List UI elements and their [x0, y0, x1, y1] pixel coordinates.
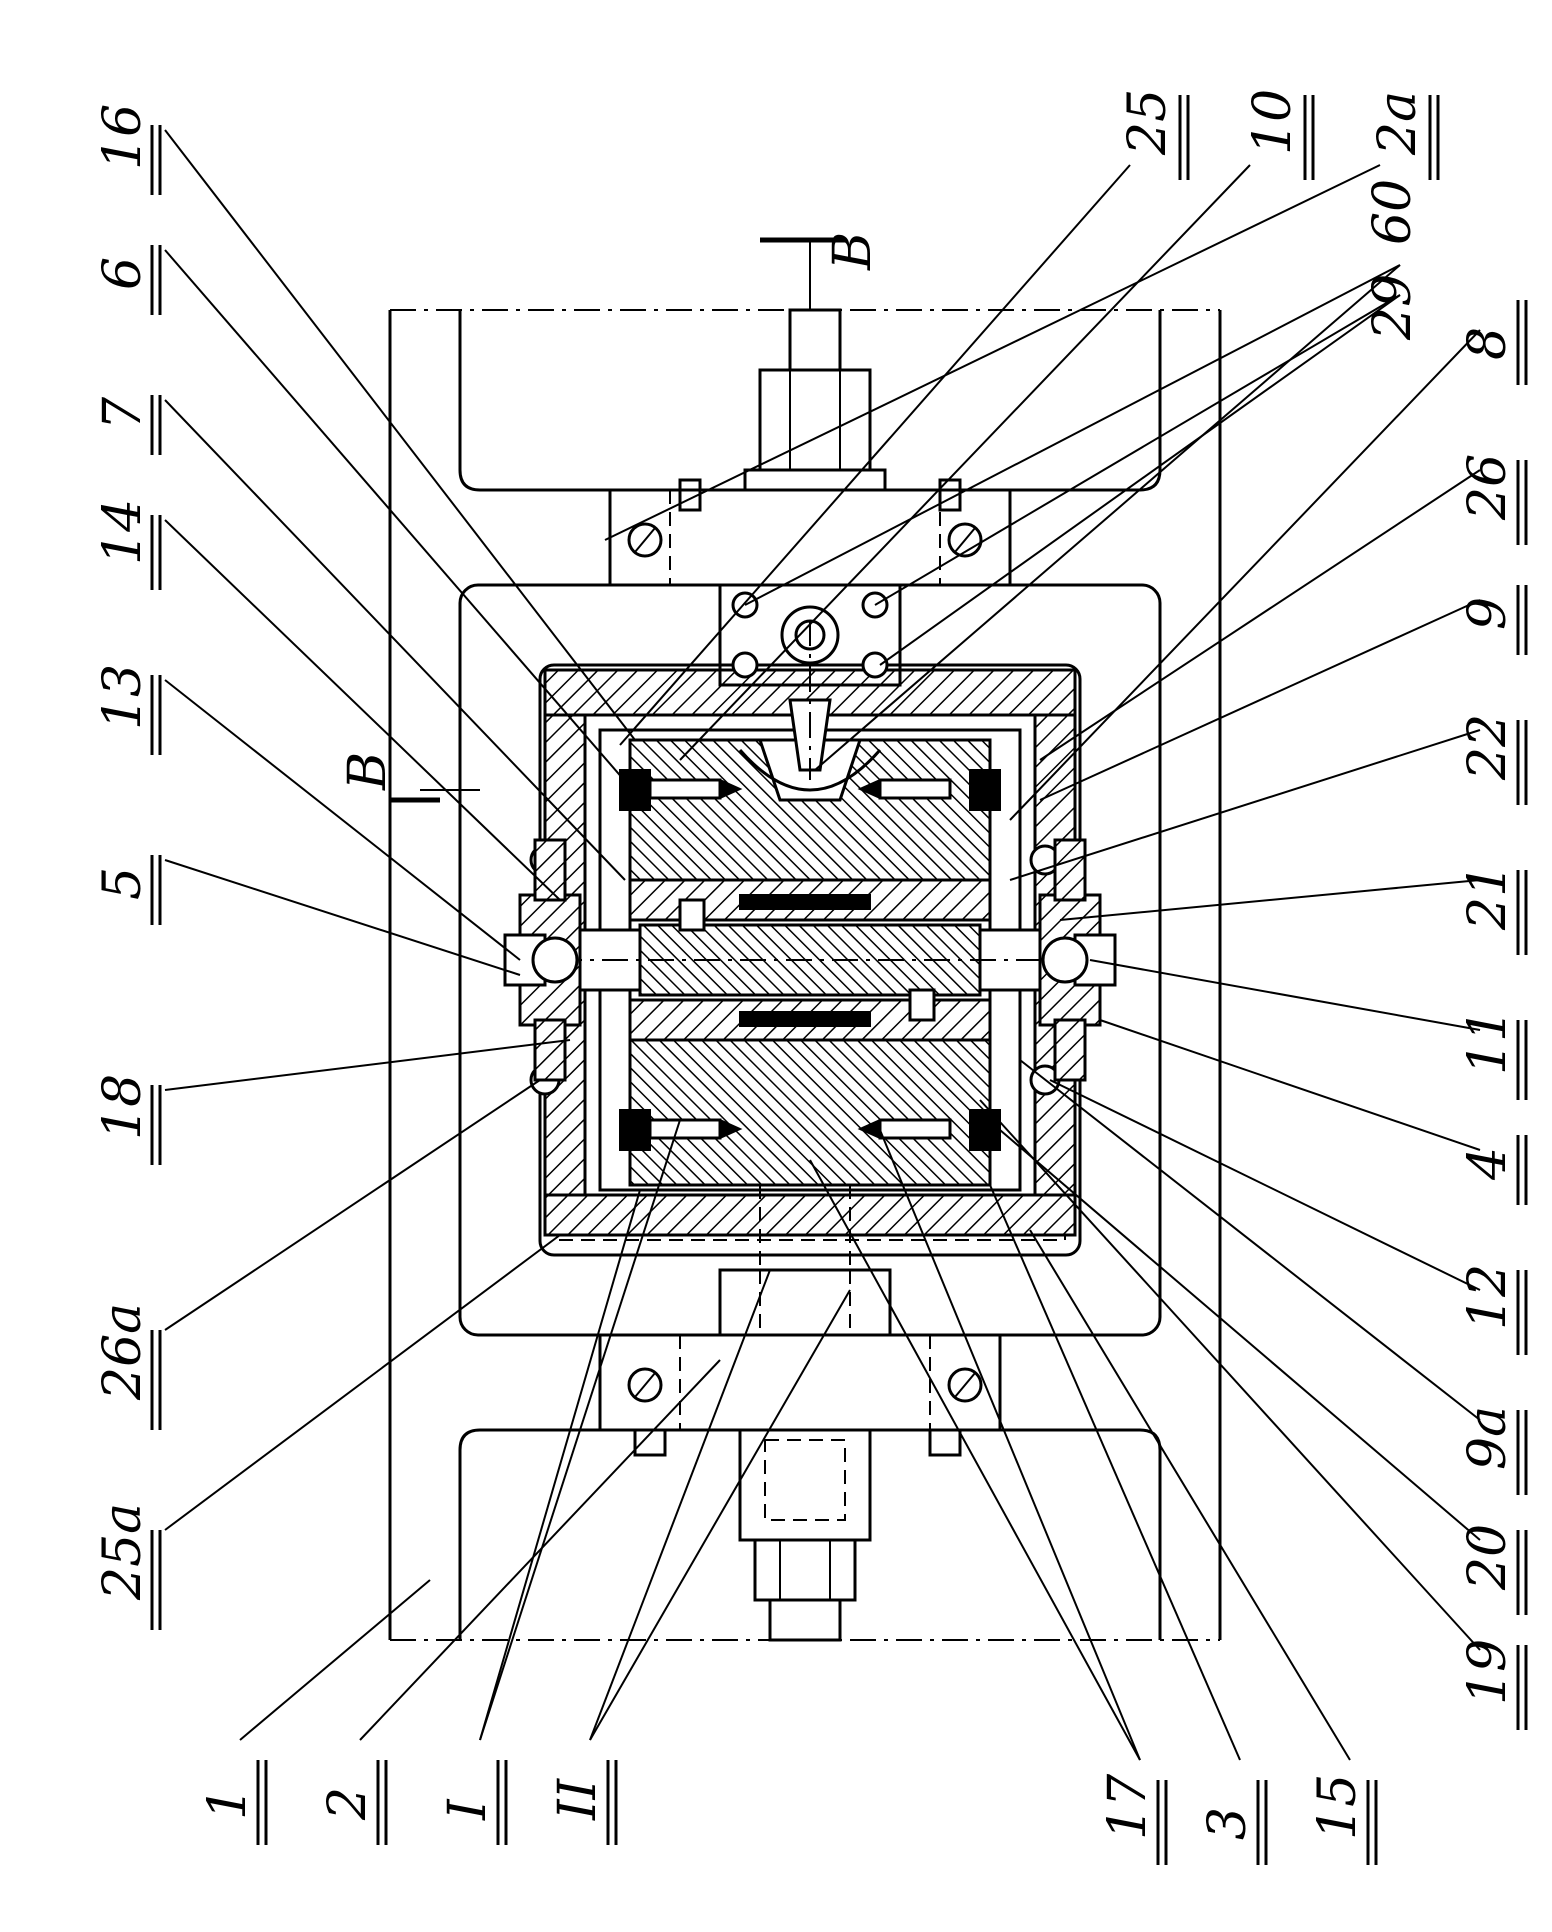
- label-8: 8: [1458, 327, 1518, 360]
- label-7: 7: [93, 396, 153, 430]
- label-60: 60: [1363, 179, 1423, 245]
- label-underlines: [150, 95, 1528, 1865]
- label-12: 12: [1458, 1264, 1518, 1330]
- label-29: 29: [1363, 274, 1423, 341]
- label-18: 18: [93, 1074, 153, 1140]
- label-2a: 2a: [1368, 91, 1428, 156]
- label-6: 6: [93, 257, 153, 290]
- top-stud-assembly: [678, 308, 962, 512]
- pin-icon: [878, 1118, 952, 1140]
- bolt-icon: [731, 651, 759, 679]
- bearing-ball-icon: [531, 936, 579, 984]
- label-5: 5: [93, 867, 153, 900]
- label-3: 3: [1198, 1807, 1258, 1840]
- label-19: 19: [1458, 1639, 1518, 1705]
- leader-lines: [164, 129, 1481, 1761]
- left-bearing-hub: [503, 838, 582, 1096]
- label-15: 15: [1308, 1774, 1368, 1840]
- pin-icon: [648, 778, 722, 800]
- pin-icon: [878, 778, 952, 800]
- bearing-ball-icon: [1041, 936, 1089, 984]
- label-1: 1: [198, 1787, 258, 1820]
- central-shaft-region: [510, 878, 1110, 1042]
- label-14: 14: [93, 499, 153, 565]
- upper-piston-block: [619, 620, 1001, 882]
- label-22: 22: [1458, 714, 1518, 781]
- label-9: 9: [1458, 597, 1518, 630]
- label-21: 21: [1458, 864, 1518, 931]
- pin-icon: [648, 1118, 722, 1140]
- label-9a: 9a: [1458, 1406, 1518, 1470]
- label-20: 20: [1458, 1524, 1518, 1591]
- label-11: 11: [1458, 1009, 1518, 1075]
- section-mark-b-top: B: [823, 232, 883, 271]
- lower-piston-block: [619, 1038, 1001, 1270]
- label-16: 16: [93, 104, 153, 170]
- label-25a: 25a: [93, 1503, 153, 1601]
- label-13: 13: [93, 664, 153, 730]
- label-17: 17: [1098, 1773, 1158, 1840]
- bolt-icon: [861, 651, 889, 679]
- bottom-stud-assembly: [633, 1268, 962, 1642]
- mounting-plate-bottom: [598, 1333, 1002, 1432]
- label-I: I: [438, 1798, 498, 1821]
- label-2: 2: [318, 1787, 378, 1821]
- label-II: II: [548, 1777, 608, 1821]
- label-25: 25: [1118, 89, 1178, 156]
- label-26a: 26a: [93, 1303, 153, 1401]
- part-labels: 25a 26a 18 5 13 14 7 6 16 25 10 2a 60 29…: [93, 89, 1518, 1840]
- section-mark-b-left: B: [338, 752, 398, 791]
- label-10: 10: [1243, 89, 1303, 155]
- label-26: 26: [1458, 454, 1518, 521]
- section-line-b: [390, 237, 845, 803]
- label-4: 4: [1458, 1147, 1518, 1181]
- injector-block: [718, 583, 902, 687]
